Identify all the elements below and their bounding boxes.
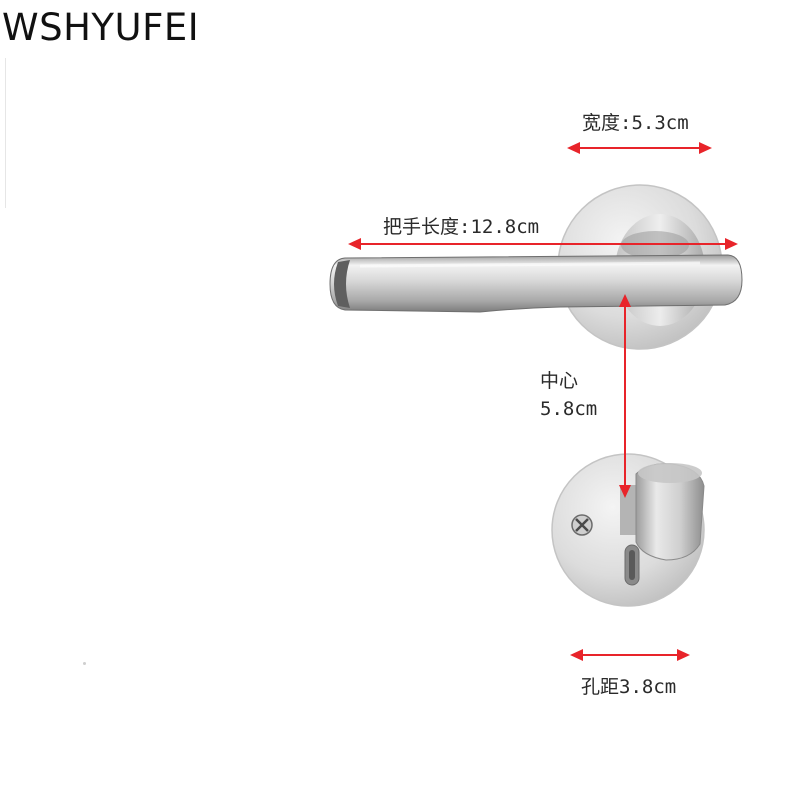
speck — [83, 662, 86, 665]
handle-length-arrow — [348, 238, 738, 250]
screw-icon — [571, 514, 593, 536]
center-distance-label: 5.8cm — [540, 398, 598, 420]
edge-line — [5, 58, 6, 208]
thumb-turn-knob — [620, 463, 705, 561]
width-arrow — [567, 142, 712, 154]
center-label: 中心 — [540, 370, 579, 392]
bottom-rose — [551, 453, 705, 607]
center-distance-arrow — [619, 294, 631, 498]
hole-distance-arrow — [570, 649, 690, 661]
hole-distance-label: 孔距3.8cm — [581, 676, 677, 698]
rose-width-label: 宽度:5.3cm — [582, 112, 689, 134]
keyhole-icon — [624, 544, 640, 586]
brand-watermark: WSHYUFEI — [2, 6, 200, 49]
handle-length-label: 把手长度:12.8cm — [383, 216, 540, 238]
lever-handle — [329, 254, 743, 313]
